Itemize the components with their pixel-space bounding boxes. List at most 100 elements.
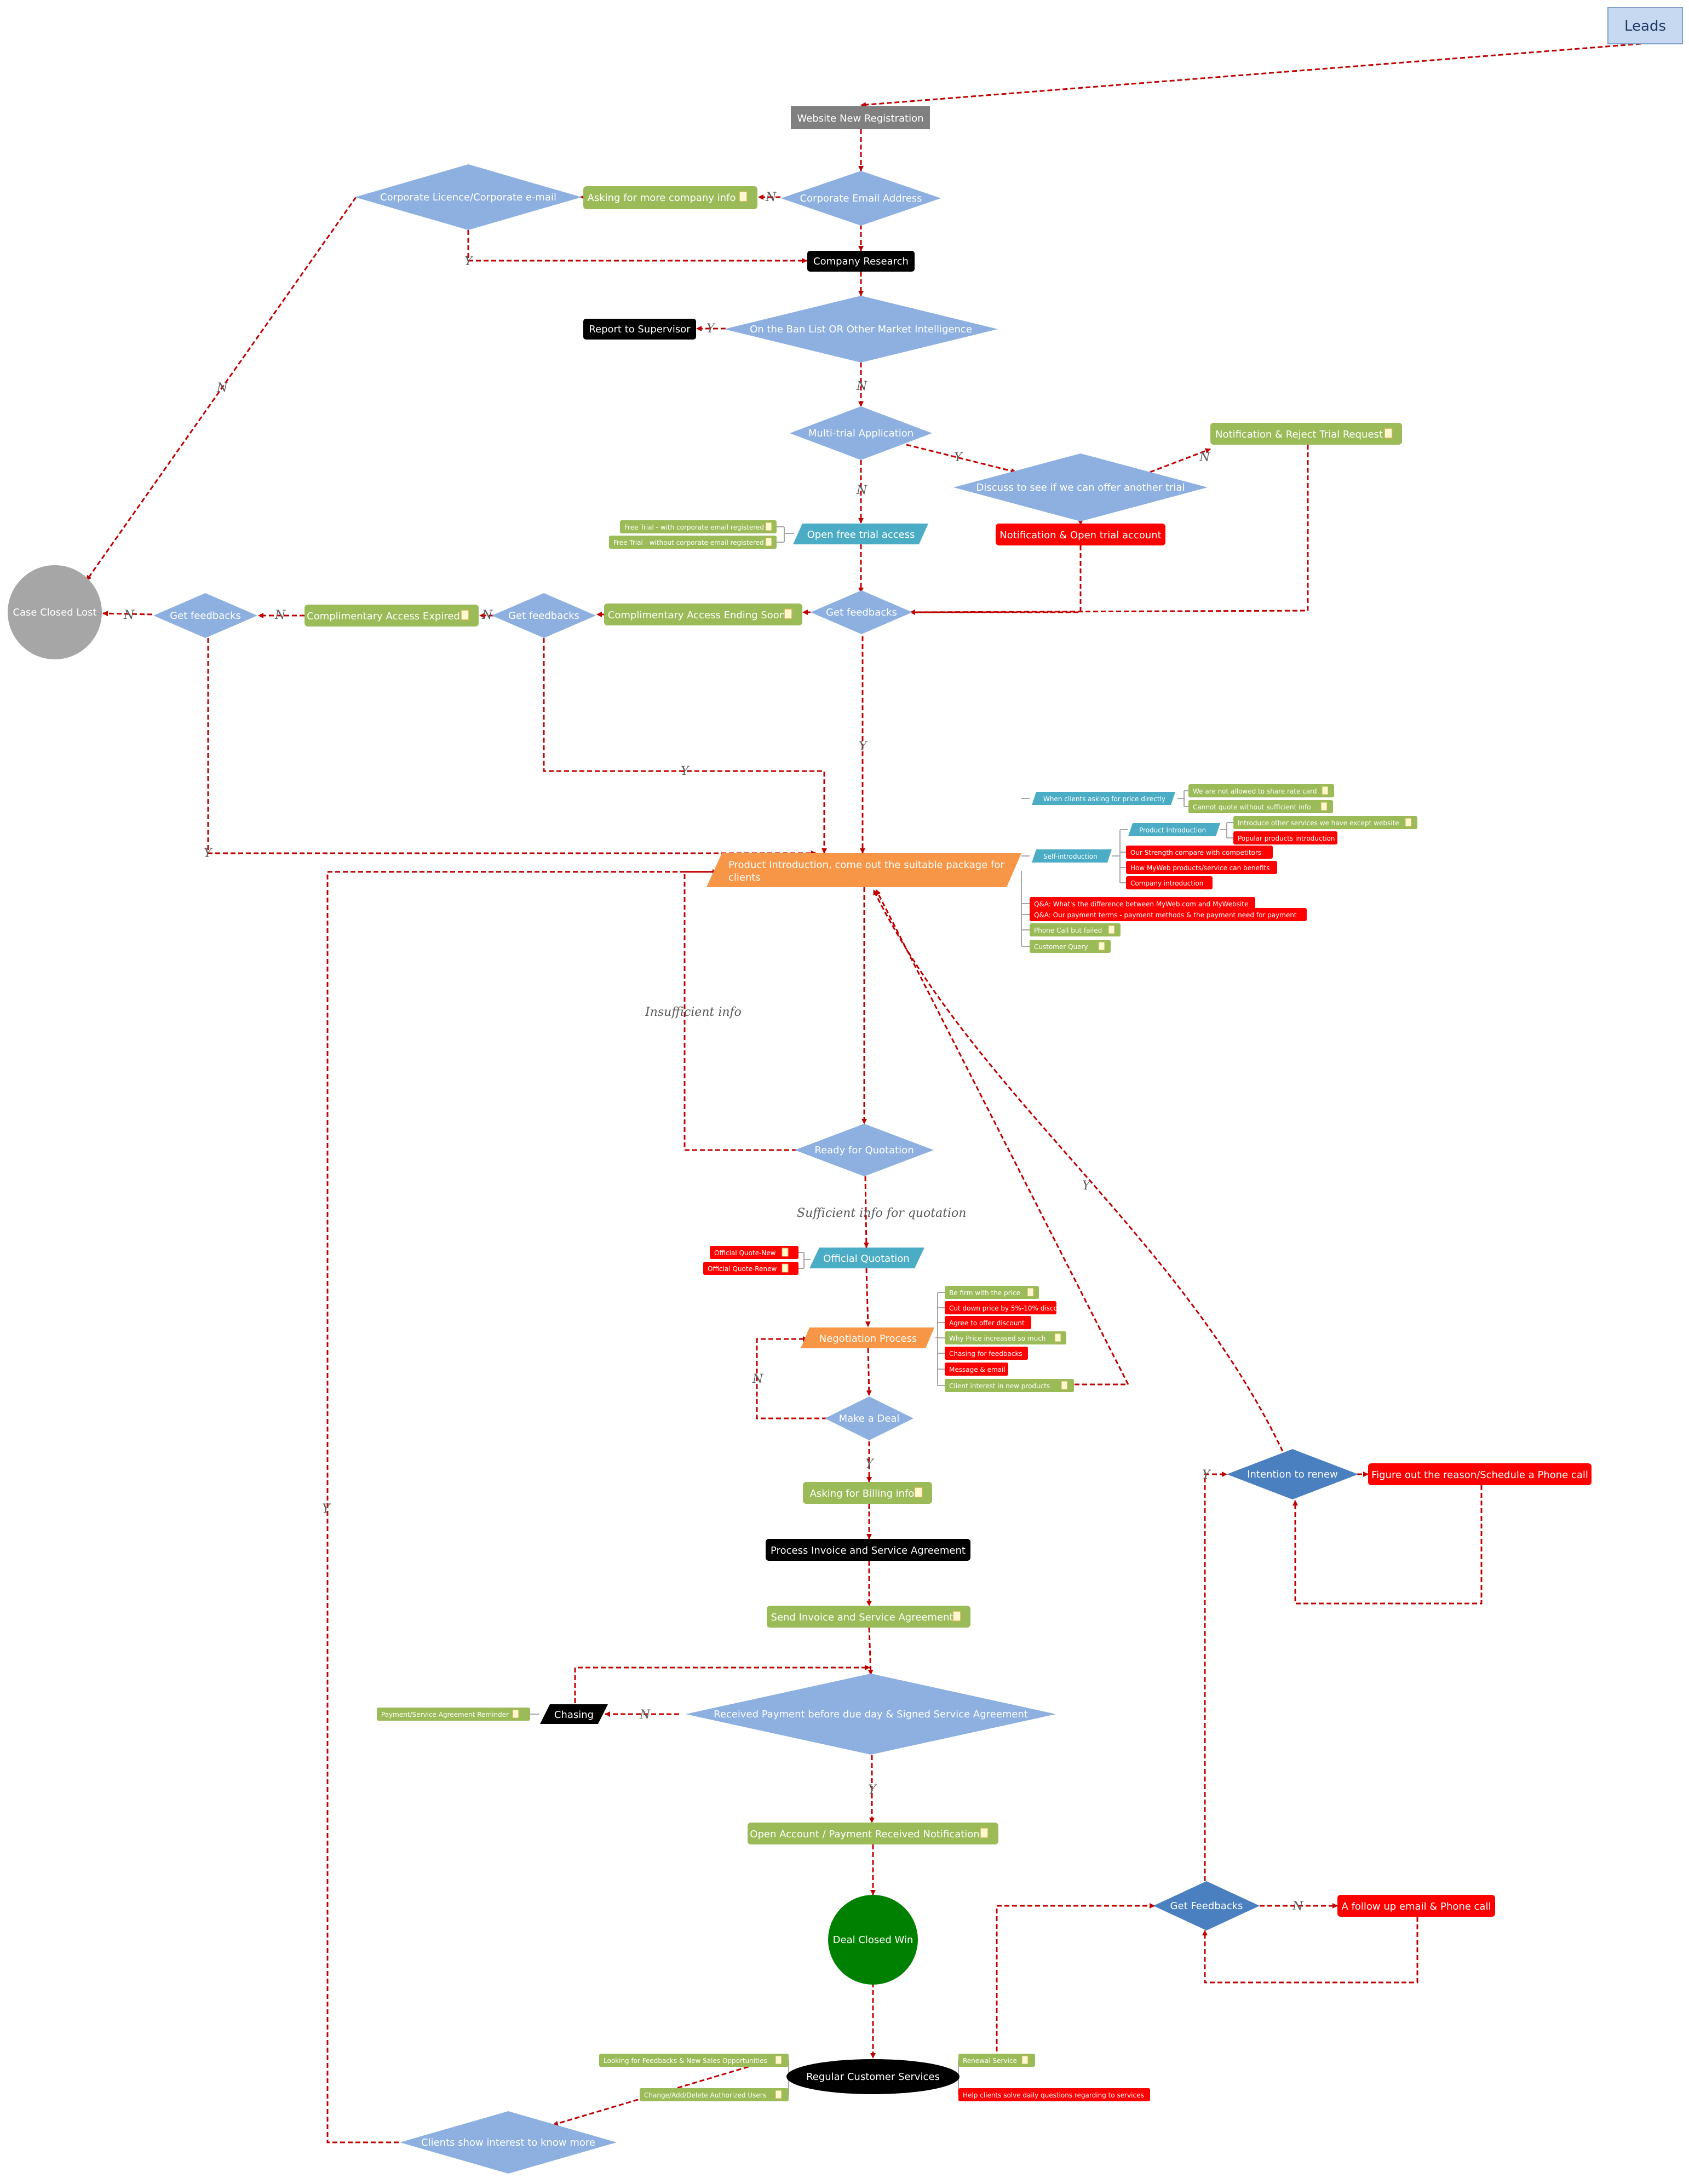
tree-conn-product xyxy=(1021,798,1030,947)
label-n-licence: N xyxy=(216,381,228,395)
multi-trial-decision[interactable]: Multi-trial Application xyxy=(790,406,932,460)
corporate-licence-decision[interactable]: Corporate Licence/Corporate e-mail xyxy=(355,164,582,230)
send-invoice-node[interactable]: Send Invoice and Service Agreement xyxy=(767,1606,970,1628)
popular-products-node[interactable]: Popular products introduction xyxy=(1233,831,1337,844)
intention-renew-decision[interactable]: Intention to renew xyxy=(1227,1449,1358,1499)
other-services-label: Introduce other services we have except … xyxy=(1238,819,1399,827)
leads-label: Leads xyxy=(1624,18,1666,35)
free-trial-without-node[interactable]: Free Trial - without corporate email reg… xyxy=(609,536,777,549)
get-feedbacks-bottom-decision[interactable]: Get Feedbacks xyxy=(1153,1881,1260,1930)
agree-discount-node[interactable]: Agree to offer discount xyxy=(945,1316,1031,1329)
label-insufficient: Insufficient info xyxy=(645,1005,742,1019)
label-n-getfeedbacks: N xyxy=(1292,1900,1303,1913)
change-users-node[interactable]: Change/Add/Delete Authorized Users xyxy=(640,2088,789,2101)
case-closed-lost-label: Case Closed Lost xyxy=(13,607,96,618)
not-allowed-node[interactable]: We are not allowed to share rate card xyxy=(1188,784,1334,797)
note-icon xyxy=(1098,941,1105,951)
our-strength-node[interactable]: Our Strength compare with competitors xyxy=(1126,846,1273,859)
firm-price-node[interactable]: Be firm with the price xyxy=(945,1286,1039,1299)
asking-billing-node[interactable]: Asking for Billing info xyxy=(803,1482,932,1504)
access-expired-node[interactable]: Complimentary Access Expired xyxy=(305,605,479,627)
product-intro-sub-node[interactable]: Product Introduction xyxy=(1128,823,1220,836)
official-quote-new-node[interactable]: Official Quote-New xyxy=(710,1246,798,1259)
deal-closed-win-node[interactable]: Deal Closed Win xyxy=(828,1895,918,1985)
open-free-trial-node[interactable]: Open free trial access xyxy=(793,524,928,544)
process-invoice-node[interactable]: Process Invoice and Service Agreement xyxy=(766,1539,970,1561)
received-payment-decision[interactable]: Received Payment before due day & Signed… xyxy=(686,1674,1056,1755)
figure-reason-node[interactable]: Figure out the reason/Schedule a Phone c… xyxy=(1368,1463,1592,1485)
payment-terms-node[interactable]: Q&A: Our payment terms - payment methods… xyxy=(1030,908,1307,921)
note-icon xyxy=(1054,1333,1061,1342)
ban-list-decision[interactable]: On the Ban List OR Other Market Intellig… xyxy=(724,296,998,363)
product-intro-label-1: Product Introduction, come out the suita… xyxy=(728,859,1004,871)
open-account-node[interactable]: Open Account / Payment Received Notifica… xyxy=(748,1823,998,1844)
website-registration-node[interactable]: Website New Registration xyxy=(791,106,930,129)
access-ending-node[interactable]: Complimentary Access Ending Soon xyxy=(604,604,802,625)
note-icon xyxy=(1108,925,1115,934)
ready-quotation-decision[interactable]: Ready for Quotation xyxy=(795,1124,934,1176)
how-benefits-node[interactable]: How MyWeb products/service can benefits xyxy=(1126,861,1277,874)
corporate-email-decision[interactable]: Corporate Email Address xyxy=(781,171,941,226)
make-deal-decision[interactable]: Make a Deal xyxy=(825,1396,914,1440)
help-clients-node[interactable]: Help clients solve daily questions regar… xyxy=(958,2088,1150,2101)
looking-feedbacks-node[interactable]: Looking for Feedbacks & New Sales Opport… xyxy=(599,2054,789,2067)
get-feedbacks-2-decision[interactable]: Get feedbacks xyxy=(492,593,596,638)
case-closed-lost-node[interactable]: Case Closed Lost xyxy=(8,565,102,659)
popular-products-label: Popular products introduction xyxy=(1238,835,1335,842)
negotiation-node[interactable]: Negotiation Process xyxy=(801,1327,934,1348)
label-y-getfeedbacks: Y xyxy=(1202,1468,1211,1482)
note-icon xyxy=(980,1827,989,1838)
get-feedbacks-3-decision[interactable]: Get feedbacks xyxy=(811,590,912,634)
official-quote-renew-label: Official Quote-Renew xyxy=(708,1265,777,1273)
get-feedbacks-1-decision[interactable]: Get feedbacks xyxy=(153,593,257,638)
why-price-node[interactable]: Why Price increased so much xyxy=(945,1331,1066,1344)
tree-conn-freetrial xyxy=(777,526,794,543)
edge-chasing-received xyxy=(574,1665,870,1703)
corporate-licence-label: Corporate Licence/Corporate e-mail xyxy=(380,192,556,203)
official-quote-renew-node[interactable]: Official Quote-Renew xyxy=(703,1262,798,1275)
notify-reject-node[interactable]: Notification & Reject Trial Request xyxy=(1210,423,1402,445)
difference-node[interactable]: Q&A: What's the difference between MyWeb… xyxy=(1030,897,1255,910)
clients-interest-decision[interactable]: Clients show interest to know more xyxy=(400,2111,617,2174)
self-intro-node[interactable]: Self-introduction xyxy=(1032,849,1112,863)
label-n-multitrial: N xyxy=(856,484,868,497)
price-branch-node[interactable]: When clients asking for price directly xyxy=(1032,792,1175,805)
message-email-node[interactable]: Message & email xyxy=(945,1363,1008,1376)
company-research-node[interactable]: Company Research xyxy=(807,251,915,272)
ban-list-label: On the Ban List OR Other Market Intellig… xyxy=(750,324,972,335)
phone-failed-node[interactable]: Phone Call but failed xyxy=(1030,923,1121,936)
chasing-feedbacks-node[interactable]: Chasing for feedbacks xyxy=(945,1347,1028,1360)
official-quotation-label: Official Quotation xyxy=(823,1253,909,1265)
interest-new-node[interactable]: Client interest in new products xyxy=(945,1379,1074,1392)
cut-price-node[interactable]: Cut down price by 5%-10% discount xyxy=(945,1301,1068,1314)
get-feedbacks-3-label: Get feedbacks xyxy=(826,607,897,618)
company-intro-node[interactable]: Company introduction xyxy=(1126,876,1213,889)
free-trial-with-node[interactable]: Free Trial - with corporate email regist… xyxy=(620,520,777,533)
access-ending-label: Complimentary Access Ending Soon xyxy=(608,610,785,621)
edge-looking-clientsinterest xyxy=(553,2064,756,2126)
received-payment-label: Received Payment before due day & Signed… xyxy=(714,1709,1028,1720)
report-supervisor-node[interactable]: Report to Supervisor xyxy=(583,319,696,340)
other-services-node[interactable]: Introduce other services we have except … xyxy=(1233,816,1417,829)
edge-quotation-negotiation xyxy=(865,1268,871,1327)
product-intro-node[interactable]: Product Introduction, come out the suita… xyxy=(706,853,1021,887)
notify-open-node[interactable]: Notification & Open trial account xyxy=(996,524,1165,545)
note-icon xyxy=(784,608,792,619)
asking-company-info-label: Asking for more company info xyxy=(588,192,736,204)
customer-query-node[interactable]: Customer Query xyxy=(1030,940,1111,953)
free-trial-with-label: Free Trial - with corporate email regist… xyxy=(624,524,764,531)
leads-node[interactable]: Leads xyxy=(1607,7,1683,44)
payment-reminder-node[interactable]: Payment/Service Agreement Reminder xyxy=(377,1708,530,1721)
label-y-feedbacks1: Y xyxy=(204,847,213,860)
discuss-trial-decision[interactable]: Discuss to see if we can offer another t… xyxy=(953,453,1208,521)
chasing-node[interactable]: Chasing xyxy=(540,1704,608,1724)
regular-services-node[interactable]: Regular Customer Services xyxy=(786,2059,960,2094)
renewal-service-node[interactable]: Renewal Service xyxy=(958,2054,1035,2067)
renewal-service-label: Renewal Service xyxy=(963,2057,1017,2065)
label-y-feedbacks3: Y xyxy=(859,740,868,754)
follow-up-node[interactable]: A follow up email & Phone call xyxy=(1337,1895,1495,1917)
asking-company-info-node[interactable]: Asking for more company info xyxy=(583,186,757,209)
cannot-quote-node[interactable]: Cannot quote without sufficient info xyxy=(1188,800,1333,813)
edge-deal-negotiation xyxy=(756,1336,827,1419)
official-quotation-node[interactable]: Official Quotation xyxy=(809,1248,924,1268)
